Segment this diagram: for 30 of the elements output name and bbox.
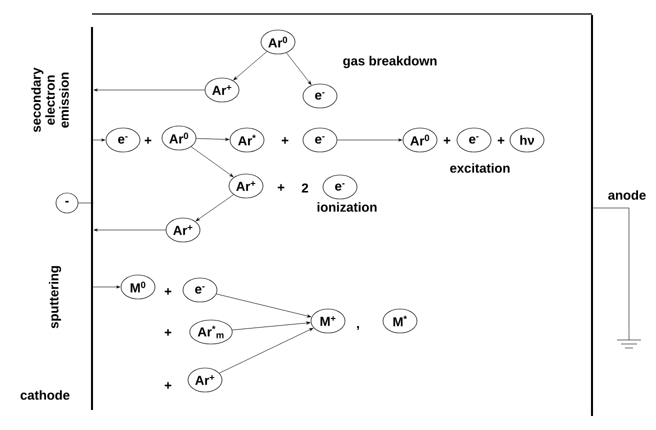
sign: , <box>357 326 359 330</box>
arrow <box>92 138 106 142</box>
sign: + <box>444 137 450 144</box>
sign: + <box>144 137 152 144</box>
process-label: cathode <box>20 390 70 400</box>
sign: 2 <box>302 183 308 193</box>
sign: + <box>282 137 288 144</box>
sign: + <box>278 184 284 191</box>
arrow <box>94 228 166 232</box>
arrow <box>94 88 205 92</box>
arrow <box>232 322 310 330</box>
arrow <box>286 52 312 85</box>
process-label: anode <box>608 190 646 200</box>
process-label: sputtering <box>48 266 62 328</box>
arrow <box>196 138 230 141</box>
ground-symbol <box>616 332 642 348</box>
arrow <box>196 194 234 222</box>
process-label: gas breakdown <box>343 56 436 68</box>
sign: + <box>164 382 172 389</box>
arrow <box>216 294 312 318</box>
arrow <box>337 138 402 142</box>
sign: + <box>498 137 504 144</box>
process-label: secondary electron emission <box>31 68 69 132</box>
process-label: excitation <box>450 163 510 173</box>
sign: + <box>164 329 172 336</box>
arrow <box>219 328 314 374</box>
arrow <box>233 51 268 80</box>
sign: + <box>164 288 172 295</box>
arrow <box>92 286 120 288</box>
arrow <box>190 146 234 178</box>
